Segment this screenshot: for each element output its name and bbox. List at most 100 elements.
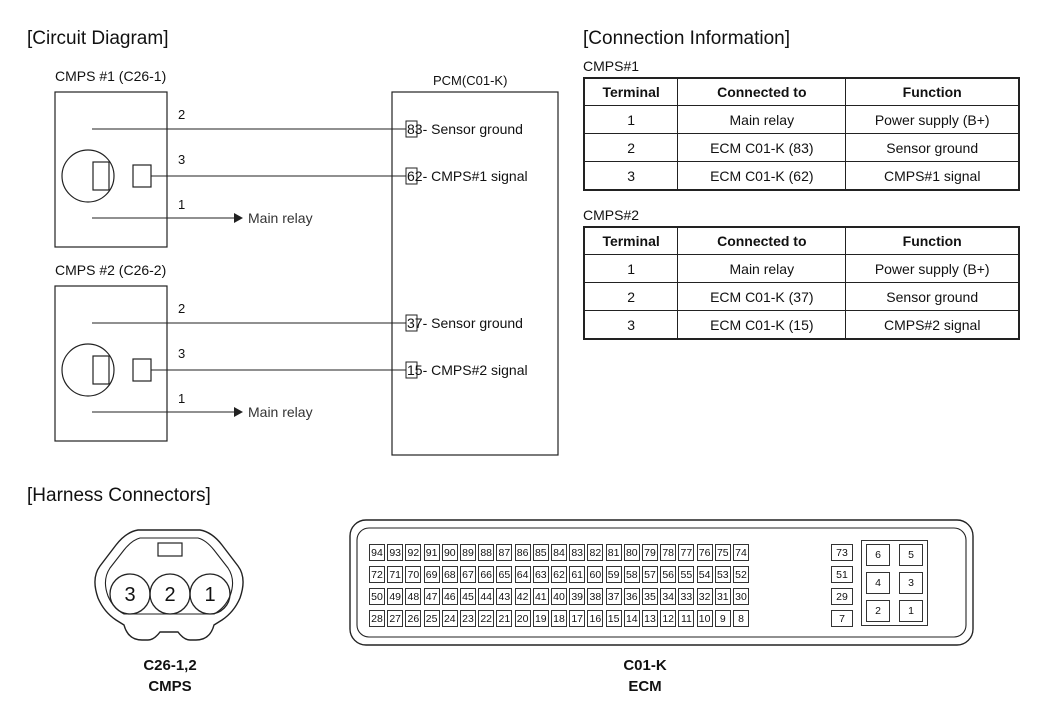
ecm-pin: 68 bbox=[441, 566, 458, 583]
ecm-pin: 22 bbox=[478, 610, 495, 627]
ecm-pin: 3 bbox=[899, 572, 923, 594]
cmps1-connection-table: Terminal Connected to Function 1 Main re… bbox=[583, 77, 1020, 191]
function-cell: Power supply (B+) bbox=[845, 105, 1020, 134]
ecm-pin: 71 bbox=[387, 566, 404, 583]
ecm-pin: 49 bbox=[387, 588, 404, 605]
ecm-pin: 40 bbox=[551, 588, 567, 605]
ecm-pin: 25 bbox=[423, 610, 440, 627]
ecm-pin: 32 bbox=[696, 588, 713, 605]
ecm-small-block-outline bbox=[861, 540, 928, 626]
ecm-pin: 67 bbox=[460, 566, 476, 583]
ecm-pin: 59 bbox=[605, 566, 622, 583]
cmps1-title: CMPS #1 (C26-1) bbox=[55, 68, 167, 84]
cmps2-arrow-icon bbox=[234, 407, 243, 417]
ecm-pin: 70 bbox=[405, 566, 422, 583]
ecm-pin: 5 bbox=[899, 544, 923, 566]
cmps1-sensor-element bbox=[92, 161, 110, 191]
cmps1-sensor-body bbox=[61, 149, 115, 203]
header-function: Function bbox=[845, 226, 1020, 255]
ecm-pin: 26 bbox=[405, 610, 422, 627]
ecm-pin: 39 bbox=[569, 588, 586, 605]
ecm-pin: 27 bbox=[387, 610, 404, 627]
ecm-pin: 89 bbox=[460, 544, 476, 561]
ecm-pin: 4 bbox=[866, 572, 890, 594]
ecm-pin: 46 bbox=[441, 588, 458, 605]
ecm-pin: 52 bbox=[733, 566, 749, 583]
ecm-pin: 58 bbox=[623, 566, 640, 583]
cmps2-pin-1-label: 1 bbox=[178, 391, 186, 406]
ecm-pin: 77 bbox=[678, 544, 695, 561]
function-cell: CMPS#2 signal bbox=[845, 310, 1020, 340]
table-header-row: Terminal Connected to Function bbox=[583, 77, 1020, 106]
cmps-connector-latch bbox=[157, 542, 183, 557]
function-cell: CMPS#1 signal bbox=[845, 161, 1020, 191]
ecm-connector-name: ECM bbox=[628, 678, 662, 695]
ecm-pin: 45 bbox=[460, 588, 476, 605]
pcm-pin-function: - CMPS#2 signal bbox=[422, 362, 528, 378]
circuit-diagram-heading: [Circuit Diagram] bbox=[27, 28, 169, 49]
pcm-pin-box-37 bbox=[405, 314, 418, 332]
ecm-pin: 44 bbox=[478, 588, 495, 605]
cmps-pin-label: 3 bbox=[124, 584, 135, 606]
cmps-connector-pin-1 bbox=[189, 573, 231, 615]
ecm-pin: 1 bbox=[899, 600, 923, 622]
ecm-pin: 79 bbox=[642, 544, 658, 561]
ecm-pin: 34 bbox=[660, 588, 677, 605]
ecm-pin: 14 bbox=[623, 610, 640, 627]
pcm-pin-function: - Sensor ground bbox=[422, 315, 523, 331]
ecm-pin: 33 bbox=[678, 588, 695, 605]
ecm-pin: 18 bbox=[551, 610, 567, 627]
ecm-pin: 12 bbox=[660, 610, 677, 627]
connected-to-cell: Main relay bbox=[677, 254, 847, 283]
ecm-pin: 87 bbox=[496, 544, 513, 561]
cmps1-pin-1-label: 1 bbox=[178, 197, 186, 212]
connected-to-cell: ECM C01-K (37) bbox=[677, 282, 847, 311]
terminal-cell: 1 bbox=[583, 105, 679, 134]
ecm-pin: 85 bbox=[532, 544, 549, 561]
ecm-pin: 54 bbox=[696, 566, 713, 583]
function-cell: Sensor ground bbox=[845, 133, 1020, 162]
ecm-pin: 86 bbox=[514, 544, 531, 561]
cmps2-title: CMPS #2 (C26-2) bbox=[55, 262, 167, 278]
cmps2-connection-table: Terminal Connected to Function 1 Main re… bbox=[583, 226, 1020, 340]
ecm-pin: 23 bbox=[460, 610, 476, 627]
ecm-pin: 51 bbox=[831, 566, 853, 583]
ecm-pin: 76 bbox=[696, 544, 713, 561]
ecm-pin: 66 bbox=[478, 566, 495, 583]
ecm-pin: 30 bbox=[733, 588, 749, 605]
ecm-pin: 7 bbox=[831, 610, 853, 627]
ecm-pin: 41 bbox=[532, 588, 549, 605]
pcm-pin-number: 83 bbox=[407, 121, 423, 137]
cmps2-sensor-body bbox=[61, 343, 115, 397]
ecm-pin: 73 bbox=[831, 544, 853, 561]
ecm-pin: 24 bbox=[441, 610, 458, 627]
ecm-pin: 42 bbox=[514, 588, 531, 605]
ecm-pin: 35 bbox=[642, 588, 658, 605]
terminal-cell: 1 bbox=[583, 254, 679, 283]
ecm-pin: 90 bbox=[441, 544, 458, 561]
ecm-pin: 63 bbox=[532, 566, 549, 583]
ecm-pin: 61 bbox=[569, 566, 586, 583]
ecm-pin: 55 bbox=[678, 566, 695, 583]
ecm-pin: 65 bbox=[496, 566, 513, 583]
pcm-pin-number: 62 bbox=[407, 168, 423, 184]
ecm-connector-label: C01-K ECM bbox=[610, 655, 680, 697]
ecm-pin: 21 bbox=[496, 610, 513, 627]
ecm-pin: 47 bbox=[423, 588, 440, 605]
pcm-pin-box-83 bbox=[405, 120, 418, 138]
ecm-connector-outer bbox=[349, 519, 974, 646]
header-connected-to: Connected to bbox=[677, 77, 847, 106]
ecm-pin: 13 bbox=[642, 610, 658, 627]
ecm-pin: 69 bbox=[423, 566, 440, 583]
pcm-box bbox=[391, 91, 559, 456]
ecm-pin: 10 bbox=[696, 610, 713, 627]
cmps1-main-relay-label: Main relay bbox=[248, 210, 313, 226]
ecm-pin: 78 bbox=[660, 544, 677, 561]
table-row: 1 Main relay Power supply (B+) bbox=[583, 105, 1020, 134]
harness-connectors-heading: [Harness Connectors] bbox=[27, 485, 211, 506]
ecm-pin: 28 bbox=[369, 610, 385, 627]
terminal-cell: 3 bbox=[583, 310, 679, 340]
ecm-pin: 75 bbox=[714, 544, 731, 561]
function-cell: Sensor ground bbox=[845, 282, 1020, 311]
